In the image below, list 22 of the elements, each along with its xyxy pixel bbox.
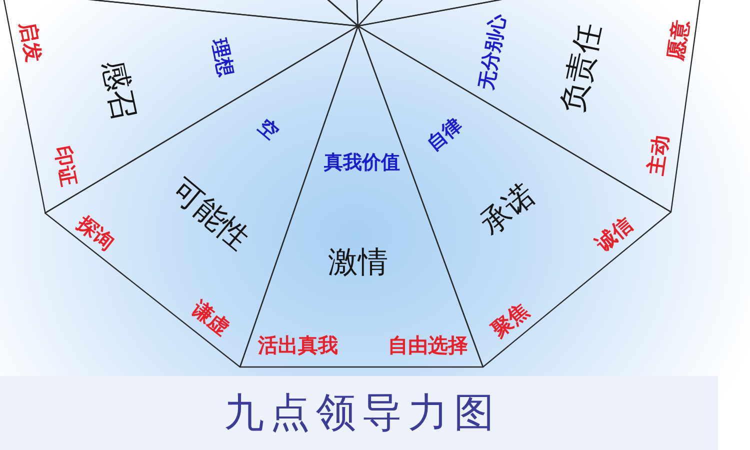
rim-label: 愿意: [665, 18, 691, 62]
inner-label: 空: [254, 116, 282, 144]
rim-label: 自由选择: [388, 335, 468, 355]
inner-label: 真我价值: [324, 154, 400, 172]
inner-label: 自律: [424, 116, 466, 154]
inner-label: 无分别心: [477, 12, 509, 92]
rim-label: 启发: [17, 20, 45, 64]
rim-label: 聚焦: [488, 299, 532, 341]
sector-title: 感召: [97, 58, 139, 122]
sector-title: 可能性: [166, 174, 254, 256]
rim-label: 活出真我: [258, 335, 338, 355]
inner-label: 理想: [208, 37, 236, 79]
sector-title: 激情: [328, 248, 388, 278]
rim-label: 印证: [52, 144, 80, 188]
rim-label: 主动: [645, 134, 671, 176]
sector: [326, 0, 359, 27]
diagram-title: 九点领导力图: [223, 393, 500, 433]
rim-label: 探询: [74, 212, 118, 254]
sector-title: 承诺: [475, 179, 541, 241]
rim-label: 诚信: [592, 213, 636, 255]
rim-label: 谦虚: [189, 298, 233, 338]
sector-title: 负责任: [558, 20, 606, 116]
